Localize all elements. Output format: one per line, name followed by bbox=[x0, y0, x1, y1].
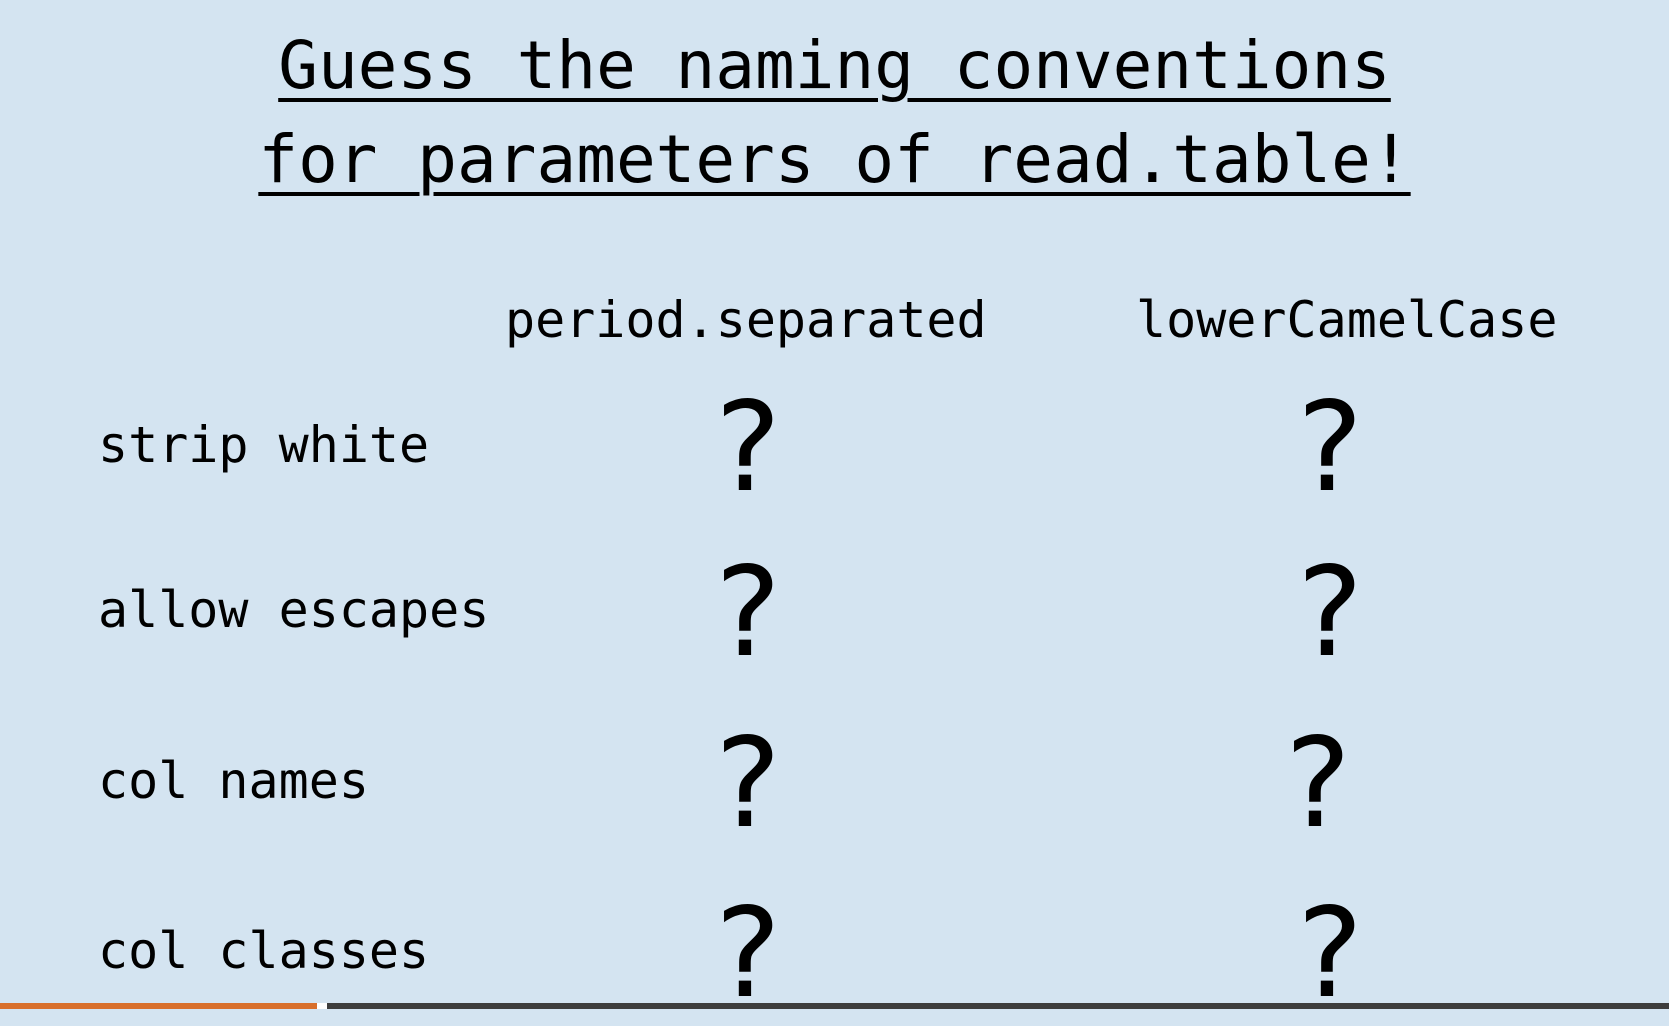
table-row: allow escapes ? ? bbox=[0, 541, 1669, 685]
table-row: strip white ? ? bbox=[0, 376, 1669, 520]
question-mark-cell: ? bbox=[715, 376, 781, 520]
progress-bar-fill bbox=[0, 1003, 317, 1009]
column-header-period-separated: period.separated bbox=[505, 291, 987, 349]
question-mark-cell: ? bbox=[1297, 376, 1363, 520]
question-mark-cell: ? bbox=[1297, 541, 1363, 685]
row-label-col-names: col names bbox=[98, 752, 369, 810]
question-mark-cell: ? bbox=[1297, 882, 1363, 1026]
row-label-allow-escapes: allow escapes bbox=[98, 581, 490, 639]
question-mark-cell: ? bbox=[715, 712, 781, 856]
question-mark-cell: ? bbox=[715, 882, 781, 1026]
progress-scrubber-handle[interactable] bbox=[317, 1003, 327, 1009]
table-row: col classes ? ? bbox=[0, 882, 1669, 1026]
slide-title-line-2: for parameters of read.table! bbox=[0, 120, 1669, 200]
slide-title-line-1: Guess the naming conventions bbox=[0, 26, 1669, 106]
row-label-col-classes: col classes bbox=[98, 922, 430, 980]
question-mark-cell: ? bbox=[1285, 712, 1351, 856]
row-label-strip-white: strip white bbox=[98, 416, 430, 474]
title-text-1: Guess the naming conventions bbox=[278, 27, 1391, 104]
video-progress-bar[interactable] bbox=[0, 1003, 1669, 1009]
question-mark-cell: ? bbox=[715, 541, 781, 685]
table-row: col names ? ? bbox=[0, 712, 1669, 856]
column-header-lower-camel-case: lowerCamelCase bbox=[1136, 291, 1558, 349]
title-text-2: for parameters of read.table! bbox=[258, 121, 1411, 198]
